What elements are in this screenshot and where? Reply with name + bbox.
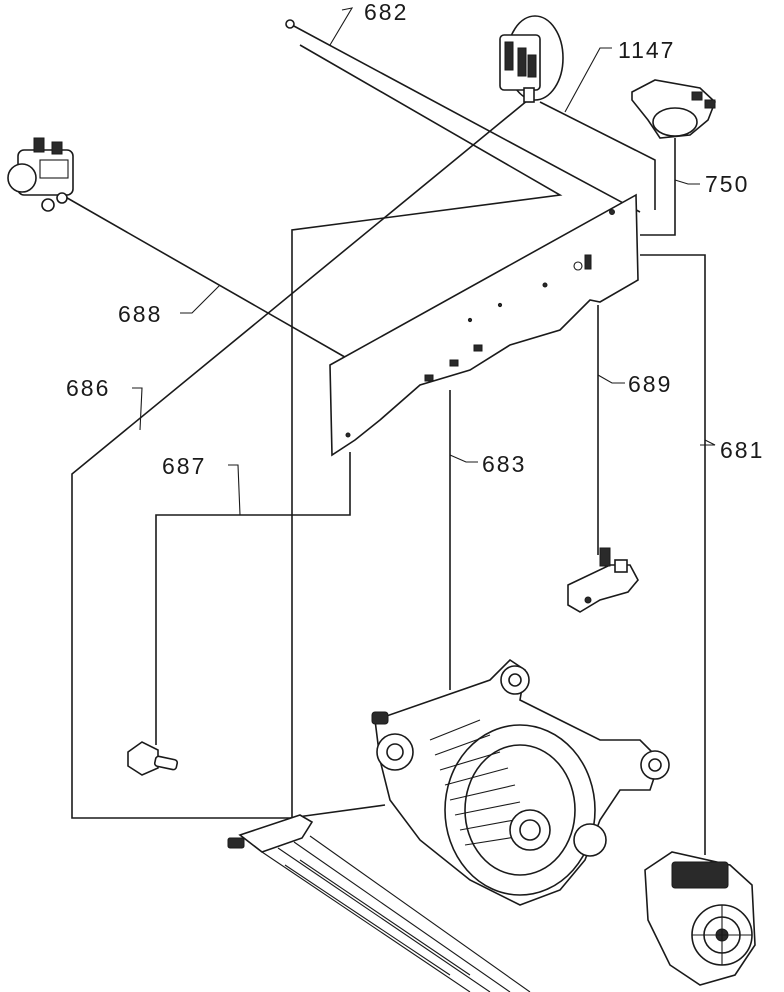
wire-681 [640, 254, 706, 855]
wire-end-terminal [285, 19, 295, 29]
label-686: 686 [66, 375, 110, 401]
wire-750 [640, 138, 676, 236]
part-labels: 682 1147 750 688 686 689 687 683 681 [66, 0, 764, 479]
component-750 [631, 79, 716, 139]
wire-686 [71, 99, 529, 819]
wire-687 [155, 452, 351, 745]
label-1147: 1147 [618, 37, 675, 63]
wire-688 [61, 194, 351, 361]
label-682: 682 [364, 0, 408, 25]
door-lock [567, 547, 639, 613]
label-687: 687 [162, 453, 206, 479]
wire-harness-group [61, 24, 706, 855]
control-board [329, 193, 639, 457]
label-leaders [132, 7, 716, 516]
wire-682-lower [291, 44, 563, 820]
drain-pump [644, 851, 756, 986]
label-750: 750 [705, 171, 749, 197]
label-689: 689 [628, 371, 672, 397]
label-681: 681 [720, 437, 764, 463]
pressure-switch [499, 15, 564, 103]
ntc-sensor [127, 741, 179, 776]
water-inlet-valve [7, 137, 74, 212]
label-688: 688 [118, 301, 162, 327]
label-683: 683 [482, 451, 526, 477]
motor [371, 658, 670, 906]
wire-1147 [539, 101, 656, 210]
heating-element [227, 814, 531, 992]
wire-682 [291, 24, 641, 213]
wire-heater [289, 804, 386, 819]
